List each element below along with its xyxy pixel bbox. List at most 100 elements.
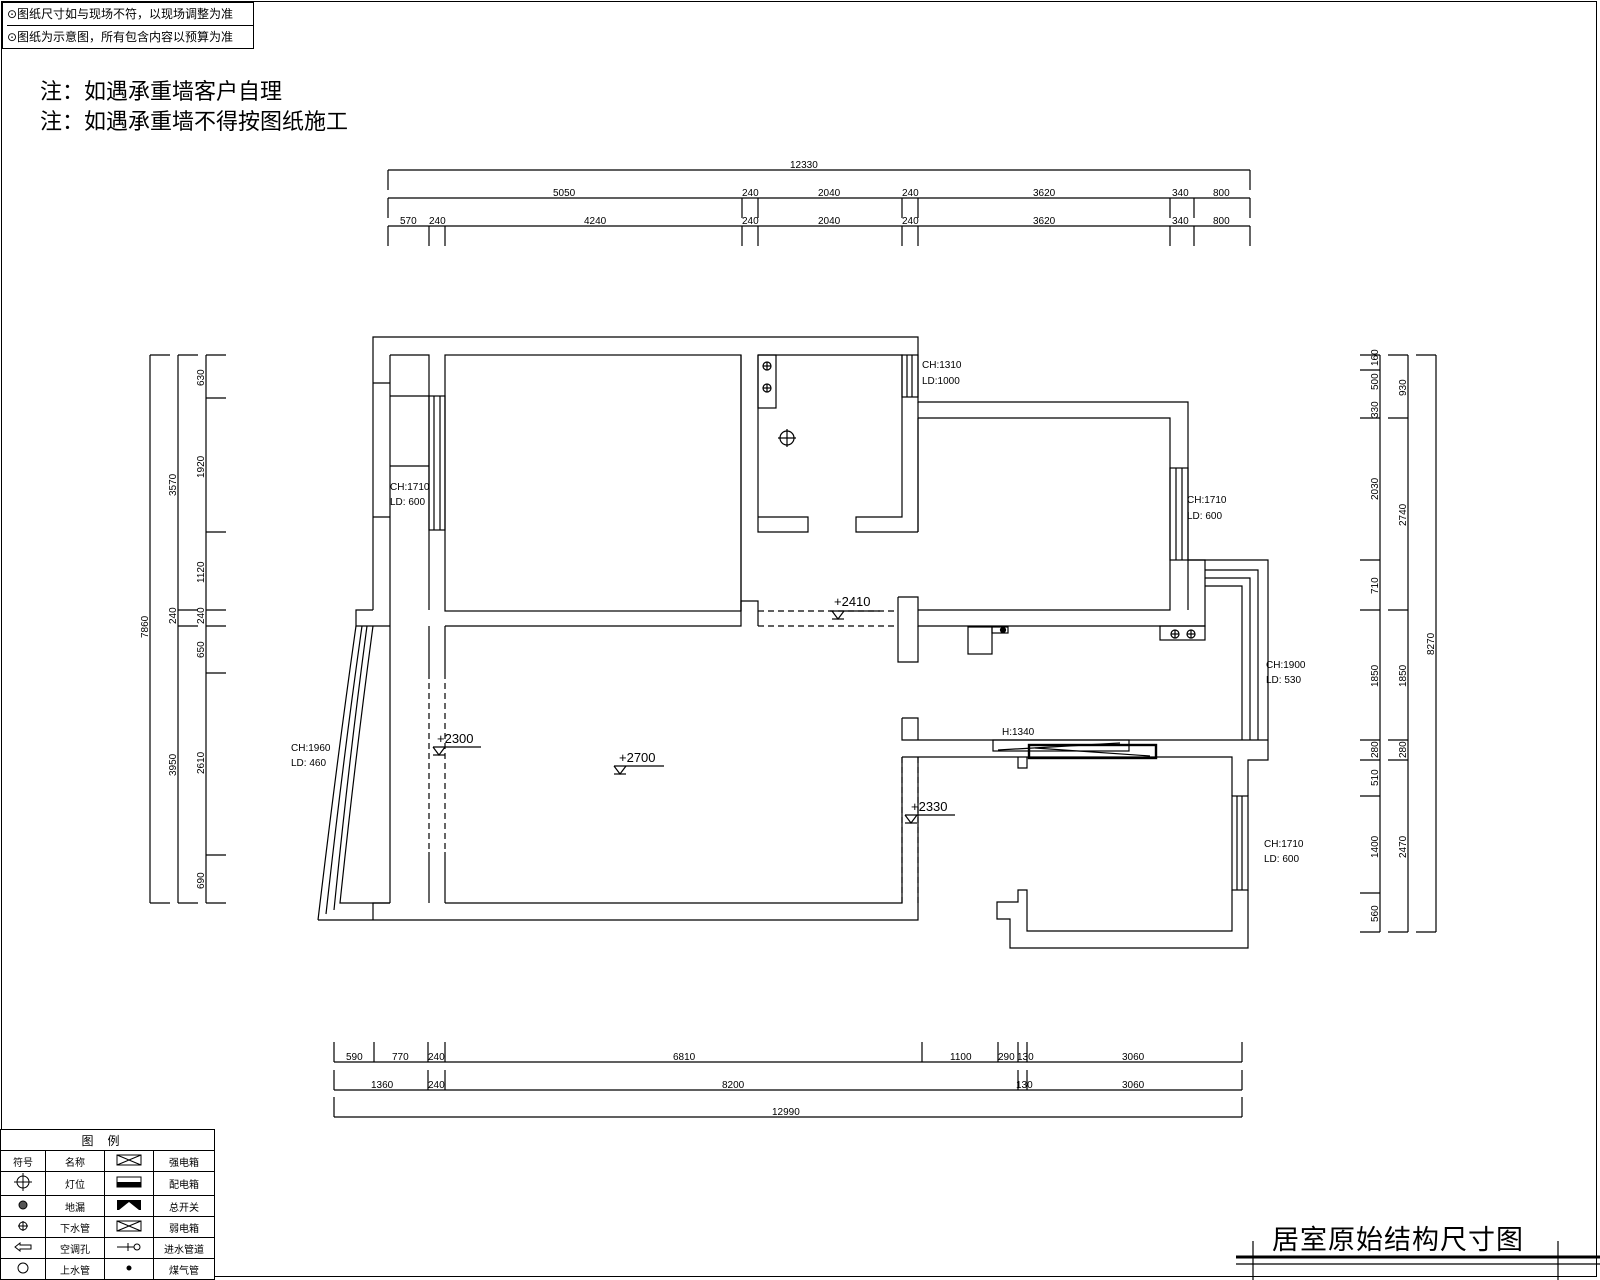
legend-name: 地漏 (45, 1195, 105, 1217)
dim-right-mid-0: 930 (1398, 379, 1409, 396)
title-block (1236, 1241, 1600, 1280)
dim-top-r2-6: 3620 (1033, 216, 1056, 227)
dim-top-r2-2: 4240 (584, 216, 607, 227)
left-dimensions: 7860 3570 240 3950 630 1920 1120 240 650… (140, 354, 226, 904)
dim-top-r1-3: 240 (902, 188, 919, 199)
dim-right-in-3: 2030 (1370, 477, 1381, 500)
drawing-title: 居室原始结构尺寸图 (1272, 1225, 1524, 1256)
dim-top-r2-4: 2040 (818, 216, 841, 227)
dim-left-mid-1: 240 (168, 607, 179, 624)
note-line: 注：如遇承重墙不得按图纸施工 (40, 110, 349, 135)
disclaimer-line: ⊙图纸尺寸如与现场不符，以现场调整为准 (7, 7, 234, 21)
level-mark-2: +2300 (437, 731, 474, 746)
heater-height: H:1340 (1002, 727, 1035, 738)
legend-name: 空调孔 (45, 1237, 105, 1259)
top-dimensions: 12330 5050 240 2040 240 3620 340 800 570… (387, 160, 1251, 246)
legend-table: 图例 符号 名称 强电箱 灯位 配电箱 地漏 总开关 下水管 弱电箱 空调孔 进… (0, 1129, 215, 1280)
dim-left-in-4: 650 (196, 641, 207, 658)
disclaimer-box: ⊙图纸尺寸如与现场不符，以现场调整为准 ⊙图纸为示意图，所有包含内容以预算为准 (2, 2, 254, 49)
dim-right-total: 8270 (1426, 632, 1437, 655)
dim-top-r2-8: 800 (1213, 216, 1230, 227)
dim-left-total: 7860 (140, 615, 151, 638)
dim-top-r1-4: 3620 (1033, 188, 1056, 199)
dim-left-in-6: 690 (196, 872, 207, 889)
dim-right-in-2: 330 (1370, 401, 1381, 418)
window-ld-4: LD: 530 (1266, 675, 1301, 686)
dim-right-mid-3: 280 (1398, 741, 1409, 758)
dim-left-in-0: 630 (196, 369, 207, 386)
dim-right-mid-4: 2470 (1398, 835, 1409, 858)
water-inlet-icon (104, 1237, 154, 1259)
window-ld-2: LD:1000 (922, 376, 960, 387)
window-ch-2: CH:1310 (922, 360, 962, 371)
window-ch-4: CH:1900 (1266, 660, 1306, 671)
dim-right-in-8: 1400 (1370, 835, 1381, 858)
dim-top-r1-6: 800 (1213, 188, 1230, 199)
dim-left-mid-2: 3950 (168, 753, 179, 776)
ceiling-light-icon (778, 429, 796, 447)
dim-bot-r2-3: 130 (1016, 1080, 1033, 1091)
gas-pipe-icon (104, 1258, 154, 1280)
weak-current-box-icon (104, 1195, 154, 1217)
level-markers: +2410 +2300 +2700 +2330 (432, 594, 955, 824)
dim-right-in-6: 280 (1370, 741, 1381, 758)
dim-bot-r2-1: 240 (428, 1080, 445, 1091)
dim-right-in-4: 710 (1370, 577, 1381, 594)
window-ch-1: CH:1710 (390, 482, 430, 493)
notes: 注：如遇承重墙客户自理 注：如遇承重墙不得按图纸施工 (40, 78, 348, 138)
dim-left-mid-0: 3570 (168, 473, 179, 496)
legend-name: 上水管 (45, 1258, 105, 1280)
legend-title: 图例 (0, 1129, 215, 1151)
dim-left-in-3: 240 (196, 607, 207, 624)
dim-right-in-1: 500 (1370, 373, 1381, 390)
dim-top-r1-1: 240 (742, 188, 759, 199)
windows (428, 354, 1249, 891)
dim-bot-r1-3: 6810 (673, 1052, 696, 1063)
dim-top-r2-0: 570 (400, 216, 417, 227)
legend-name: 配电箱 (153, 1171, 215, 1196)
legend-name: 下水管 (45, 1216, 105, 1238)
fixtures (757, 354, 1206, 760)
level-mark-4: +2330 (911, 799, 948, 814)
dim-left-in-1: 1920 (196, 455, 207, 478)
dim-right-in-5: 1850 (1370, 664, 1381, 687)
cable-box-icon (104, 1216, 154, 1238)
dim-bot-r1-4: 1100 (950, 1052, 972, 1063)
legend-name: 总开关 (153, 1195, 215, 1217)
dim-bot-r1-6: 130 (1017, 1052, 1034, 1063)
legend-name: 进水管道 (153, 1237, 215, 1259)
dim-top-r2-5: 240 (902, 216, 919, 227)
legend-col-name: 名称 (45, 1150, 105, 1172)
right-dimensions: 160 500 330 2030 710 1850 280 510 1400 5… (1360, 349, 1437, 933)
window-ch-3: CH:1710 (1187, 495, 1227, 506)
distribution-box-icon (104, 1150, 154, 1172)
walls (317, 336, 1269, 949)
dim-bot-r1-1: 770 (392, 1052, 409, 1063)
window-ch-5: CH:1960 (291, 743, 331, 754)
dim-bot-r1-7: 3060 (1122, 1052, 1145, 1063)
window-ld-5: LD: 460 (291, 758, 326, 769)
dim-bot-r2-2: 8200 (722, 1080, 745, 1091)
openings (428, 610, 919, 903)
dim-top-r2-7: 340 (1172, 216, 1189, 227)
dim-right-mid-1: 2740 (1398, 503, 1409, 526)
ac-hole-icon (0, 1237, 46, 1259)
legend-name: 灯位 (45, 1171, 105, 1196)
window-ld-1: LD: 600 (390, 497, 425, 508)
light-icon (0, 1171, 46, 1196)
dim-right-in-9: 560 (1370, 905, 1381, 922)
level-mark-1: +2410 (834, 594, 871, 609)
dim-bot-r1-0: 590 (346, 1052, 363, 1063)
legend-col-symbol: 符号 (0, 1150, 46, 1172)
dim-top-r1-2: 2040 (818, 188, 841, 199)
drain-box (967, 626, 993, 655)
dim-right-in-0: 160 (1370, 349, 1381, 366)
level-mark-3: +2700 (619, 750, 656, 765)
dim-top-r1-0: 5050 (553, 188, 576, 199)
disclaimer-line: ⊙图纸为示意图，所有包含内容以预算为准 (7, 25, 253, 48)
dim-top-r2-3: 240 (742, 216, 759, 227)
window-ld-6: LD: 600 (1264, 854, 1299, 865)
note-line: 注：如遇承重墙客户自理 (40, 80, 283, 105)
